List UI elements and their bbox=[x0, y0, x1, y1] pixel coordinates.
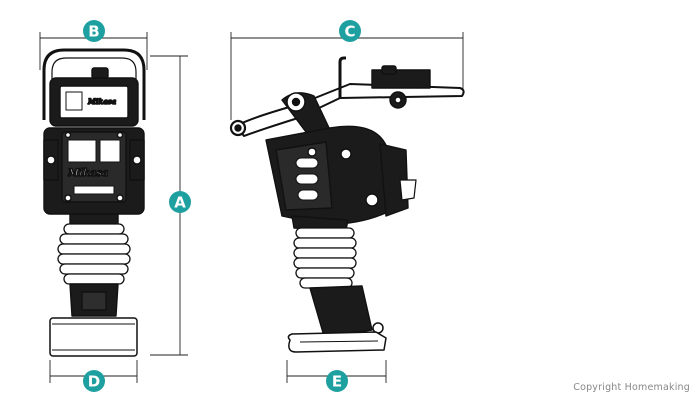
front-engine-brand: Mikasa bbox=[67, 168, 108, 179]
badge-d-label: D bbox=[88, 373, 100, 391]
badge-d: D bbox=[83, 370, 105, 392]
badge-b: B bbox=[83, 20, 105, 42]
badge-a: A bbox=[169, 191, 191, 213]
front-bellows bbox=[57, 223, 131, 285]
side-leg bbox=[309, 285, 373, 337]
badge-e-label: E bbox=[332, 373, 342, 391]
front-handle bbox=[42, 48, 146, 120]
front-upper-brand: Mikasa bbox=[87, 97, 117, 106]
copyright-text: Copyright Homemaking bbox=[573, 382, 690, 393]
rammer-front-view: Mikasa Mikasa bbox=[42, 48, 146, 357]
side-handle bbox=[235, 83, 465, 137]
side-bellows bbox=[293, 227, 357, 289]
front-foot-plate bbox=[49, 317, 138, 357]
badge-a-label: A bbox=[174, 194, 186, 212]
badge-b-label: B bbox=[88, 23, 99, 41]
badge-c-label: C bbox=[344, 23, 355, 41]
badge-c: C bbox=[339, 20, 361, 42]
badge-e: E bbox=[326, 370, 348, 392]
rammer-side-view bbox=[229, 56, 465, 353]
